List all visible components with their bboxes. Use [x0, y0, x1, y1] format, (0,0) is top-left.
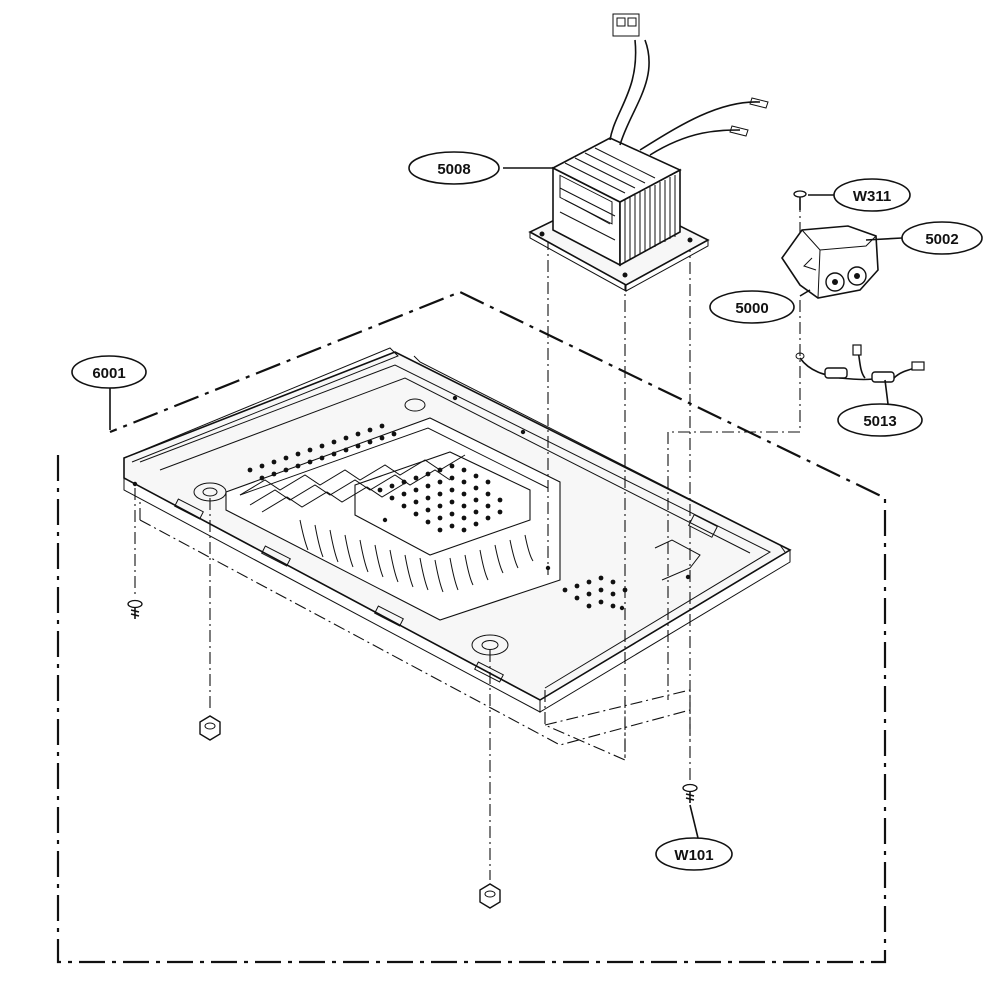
perforation-grid — [377, 463, 503, 533]
capacitor-icon — [781, 225, 879, 299]
label-w101-text: W101 — [674, 847, 713, 864]
foot-icon — [199, 715, 501, 909]
leader-lines — [109, 167, 903, 839]
label-5000: 5000 — [709, 290, 795, 324]
label-w311: W311 — [833, 178, 911, 212]
label-5013: 5013 — [837, 403, 923, 437]
label-6001: 6001 — [71, 355, 147, 389]
label-5013-text: 5013 — [863, 413, 896, 430]
label-w101: W101 — [655, 837, 733, 871]
label-5000-text: 5000 — [735, 300, 768, 317]
label-5002: 5002 — [901, 221, 983, 255]
transformer-icon — [528, 13, 769, 292]
label-6001-text: 6001 — [92, 365, 125, 382]
screw-icon — [127, 190, 807, 803]
base-plate — [123, 347, 792, 713]
slot-vents — [299, 519, 534, 593]
label-5002-text: 5002 — [925, 231, 958, 248]
label-w311-text: W311 — [853, 188, 891, 205]
perforation-right — [562, 575, 628, 609]
assembly-boundary — [56, 290, 887, 964]
zigzag-ribs — [239, 454, 466, 513]
perforation-left — [247, 423, 397, 481]
label-5008: 5008 — [408, 151, 500, 185]
diode-icon — [795, 344, 925, 383]
label-5008-text: 5008 — [437, 161, 470, 178]
